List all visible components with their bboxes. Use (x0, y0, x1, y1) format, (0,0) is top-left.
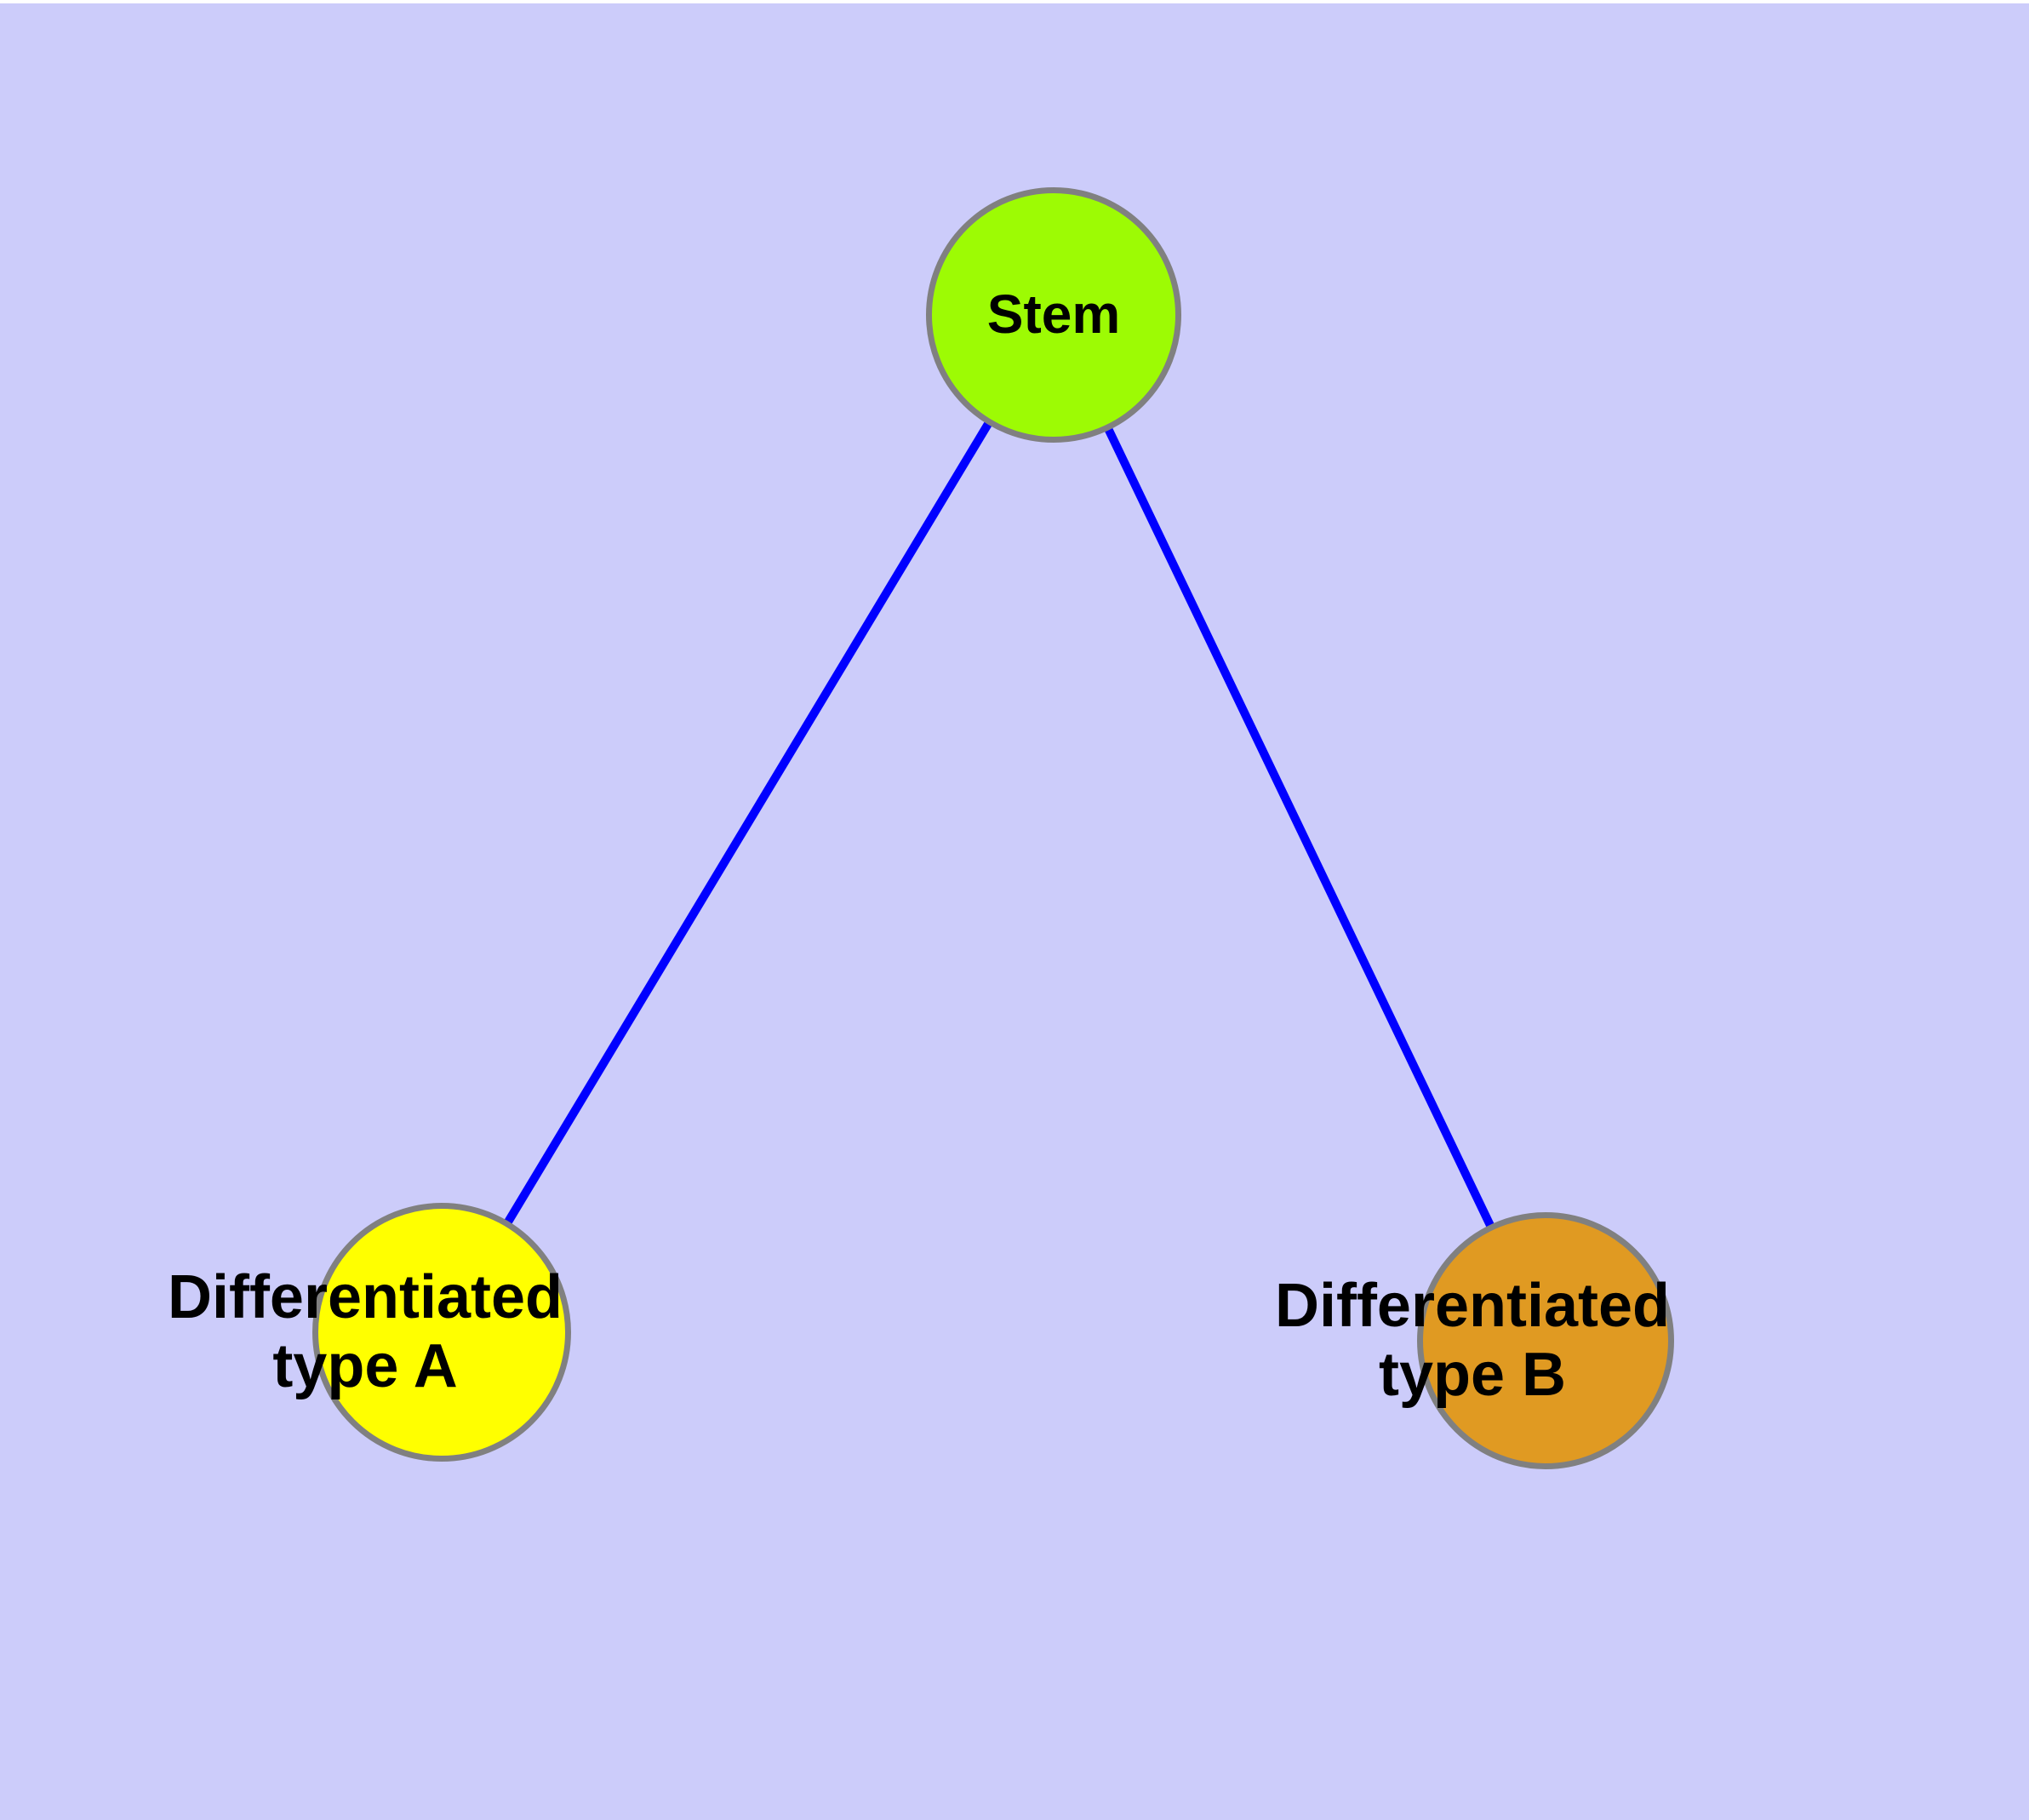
edge-layer (437, 312, 1550, 1343)
node-differentiated-type-b[interactable] (1417, 1212, 1674, 1469)
edge-stem-to-differentiated-type-b[interactable] (1049, 312, 1550, 1343)
node-layer (312, 187, 1674, 1469)
node-stem[interactable] (926, 187, 1181, 443)
edge-stem-to-differentiated-type-a[interactable] (437, 312, 1058, 1335)
node-differentiated-type-a[interactable] (312, 1203, 571, 1462)
